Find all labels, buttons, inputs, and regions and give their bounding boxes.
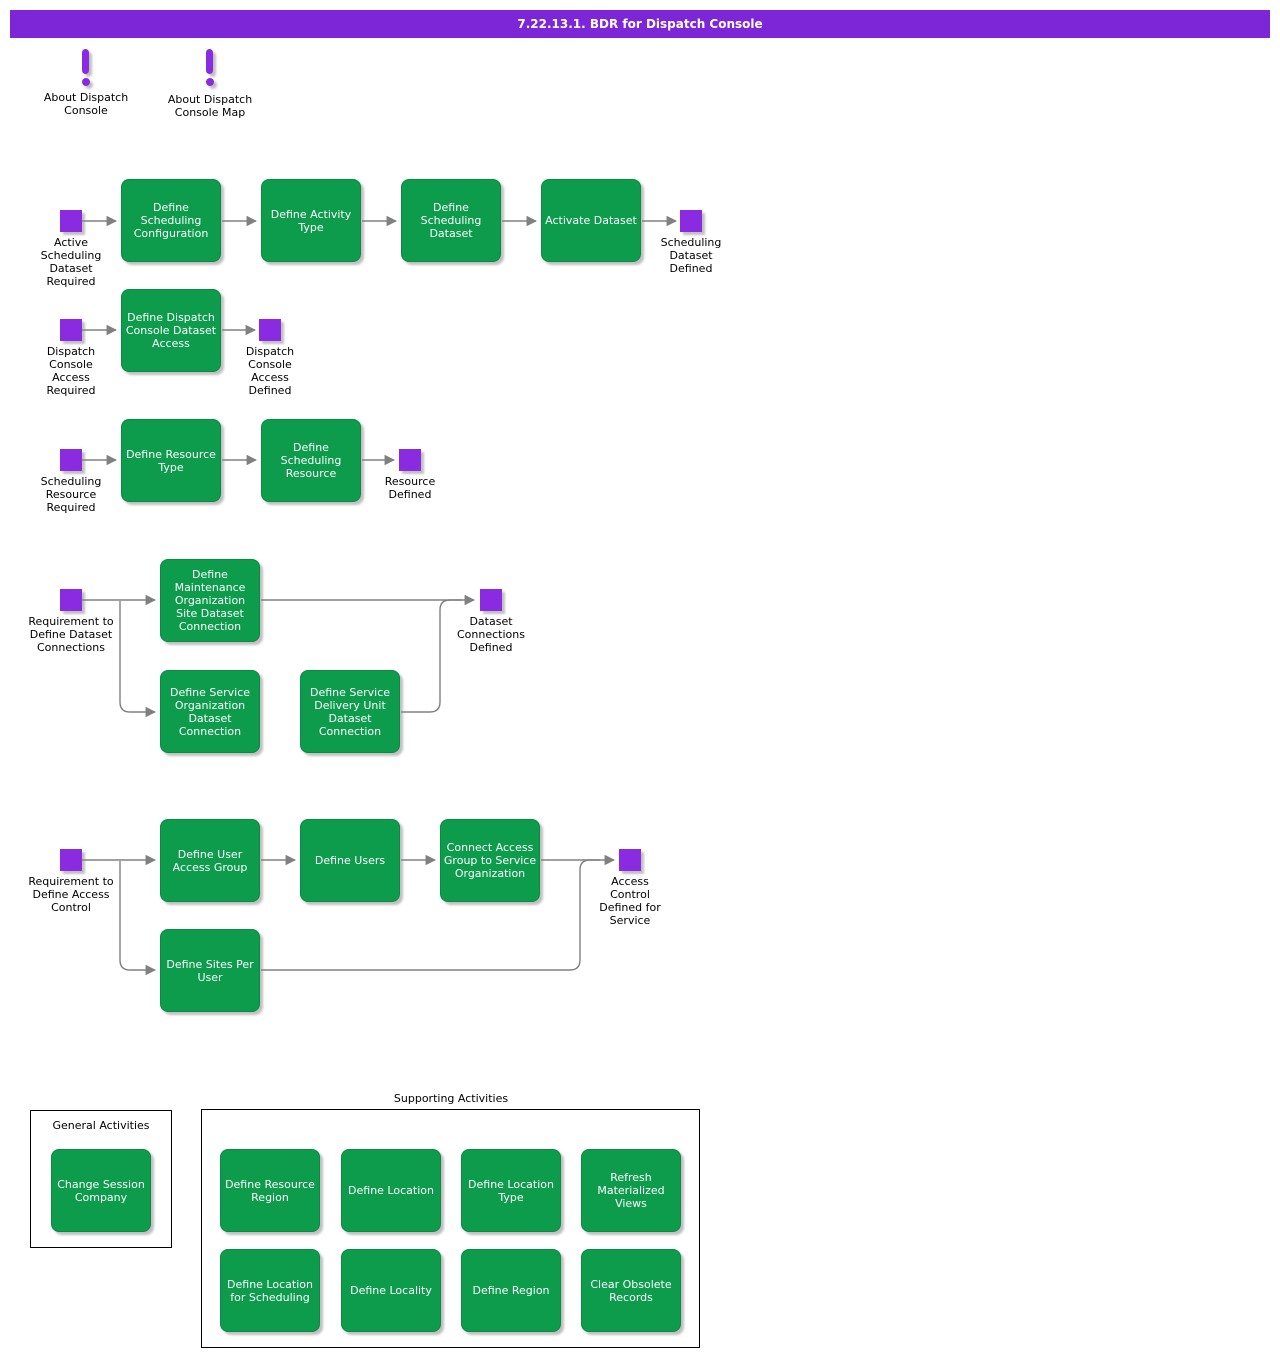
event-label: Dataset Connections Defined (457, 615, 525, 654)
activity-refresh-materialized-views[interactable]: Refresh Materialized Views (581, 1149, 681, 1232)
activity-change-session-company[interactable]: Change Session Company (51, 1149, 151, 1232)
activity-define-resource-region[interactable]: Define Resource Region (220, 1149, 320, 1232)
connector (119, 861, 157, 976)
event-label: Resource Defined (384, 475, 436, 501)
activity-label: Define Activity Type (270, 207, 352, 234)
activity-define-resource-type[interactable]: Define Resource Type (121, 419, 221, 502)
activity-define-activity-type[interactable]: Define Activity Type (261, 179, 361, 262)
activity-label: Define Location Type (468, 1177, 554, 1204)
event-label: Requirement to Define Dataset Connection… (28, 615, 114, 654)
activity-label: Define Resource Type (126, 447, 216, 474)
diagram-title-bar: 7.22.13.1. BDR for Dispatch Console (10, 10, 1270, 38)
activity-label: Activate Dataset (545, 214, 637, 227)
about-dispatch-console-label[interactable]: About Dispatch Console (43, 91, 129, 117)
event-dataset-connections-defined (480, 589, 502, 611)
event-scheduling-resource-required (60, 449, 82, 471)
event-label: Access Control Defined for Service (599, 875, 661, 927)
event-access-control-defined-for-service (619, 849, 641, 871)
event-resource-defined (399, 449, 421, 471)
event-label: Scheduling Resource Required (40, 475, 102, 514)
activity-label: Connect Access Group to Service Organiza… (443, 841, 537, 880)
activity-label: Define Service Delivery Unit Dataset Con… (309, 685, 391, 738)
event-label: Active Scheduling Dataset Required (40, 236, 102, 288)
activity-define-users[interactable]: Define Users (300, 819, 400, 902)
connector (119, 601, 157, 718)
activity-label: Clear Obsolete Records (590, 1277, 672, 1304)
event-active-scheduling-dataset-required (60, 210, 82, 232)
about-dispatch-console-map-icon[interactable] (206, 49, 213, 74)
activity-label: Define Sites Per User (166, 957, 254, 984)
event-label: Dispatch Console Access Defined (245, 345, 295, 397)
event-label: Dispatch Console Access Required (46, 345, 96, 397)
event-scheduling-dataset-defined (680, 210, 702, 232)
activity-connect-access-group-to-service-organization[interactable]: Connect Access Group to Service Organiza… (440, 819, 540, 902)
event-requirement-define-dataset-connections (60, 589, 82, 611)
event-dispatch-console-access-defined (259, 319, 281, 341)
activity-label: Define Locality (350, 1284, 432, 1297)
supporting-activities-title: Supporting Activities (393, 1092, 509, 1105)
activity-define-region[interactable]: Define Region (461, 1249, 561, 1332)
event-label: Scheduling Dataset Defined (660, 236, 722, 275)
activity-label: Define Dispatch Console Dataset Access (125, 311, 217, 350)
activity-define-maintenance-organization-site-dataset-connection[interactable]: Define Maintenance Organization Site Dat… (160, 559, 260, 642)
event-requirement-define-access-control (60, 849, 82, 871)
activity-label: Refresh Materialized Views (597, 1171, 665, 1210)
activity-label: Define Region (472, 1284, 550, 1297)
activity-label: Define Scheduling Dataset (420, 201, 482, 240)
activity-define-service-organization-dataset-connection[interactable]: Define Service Organization Dataset Conn… (160, 670, 260, 753)
activity-label: Define Location for Scheduling (227, 1277, 313, 1304)
event-dispatch-console-access-required (60, 319, 82, 341)
activity-define-scheduling-configuration[interactable]: Define Scheduling Configuration (121, 179, 221, 262)
activity-define-service-delivery-unit-dataset-connection[interactable]: Define Service Delivery Unit Dataset Con… (300, 670, 400, 753)
activity-label: Define Scheduling Resource (280, 441, 342, 480)
activity-define-location-for-scheduling[interactable]: Define Location for Scheduling (220, 1249, 320, 1332)
activity-clear-obsolete-records[interactable]: Clear Obsolete Records (581, 1249, 681, 1332)
about-dispatch-console-map-label[interactable]: About Dispatch Console Map (167, 93, 253, 119)
event-label: Requirement to Define Access Control (28, 875, 114, 914)
about-dispatch-console-icon-dot[interactable] (82, 78, 90, 86)
activity-label: Define Maintenance Organization Site Dat… (174, 568, 246, 633)
activity-define-location[interactable]: Define Location (341, 1149, 441, 1232)
activity-label: Define Location (348, 1184, 434, 1197)
general-activities-title: General Activities (52, 1119, 150, 1132)
activity-define-locality[interactable]: Define Locality (341, 1249, 441, 1332)
activity-label: Define User Access Group (172, 847, 248, 874)
activity-label: Define Resource Region (225, 1177, 315, 1204)
about-dispatch-console-icon[interactable] (82, 49, 89, 74)
activity-define-dispatch-console-dataset-access[interactable]: Define Dispatch Console Dataset Access (121, 289, 221, 372)
activity-define-user-access-group[interactable]: Define User Access Group (160, 819, 260, 902)
activity-label: Define Service Organization Dataset Conn… (169, 685, 251, 738)
about-dispatch-console-map-icon-dot[interactable] (206, 78, 214, 86)
page-title: 7.22.13.1. BDR for Dispatch Console (517, 17, 763, 31)
activity-label: Change Session Company (57, 1177, 145, 1204)
activity-define-location-type[interactable]: Define Location Type (461, 1149, 561, 1232)
activity-define-scheduling-resource[interactable]: Define Scheduling Resource (261, 419, 361, 502)
activity-label: Define Scheduling Configuration (133, 201, 209, 240)
activity-define-scheduling-dataset[interactable]: Define Scheduling Dataset (401, 179, 501, 262)
activity-activate-dataset[interactable]: Activate Dataset (541, 179, 641, 262)
activity-label: Define Users (314, 854, 386, 867)
activity-define-sites-per-user[interactable]: Define Sites Per User (160, 929, 260, 1012)
